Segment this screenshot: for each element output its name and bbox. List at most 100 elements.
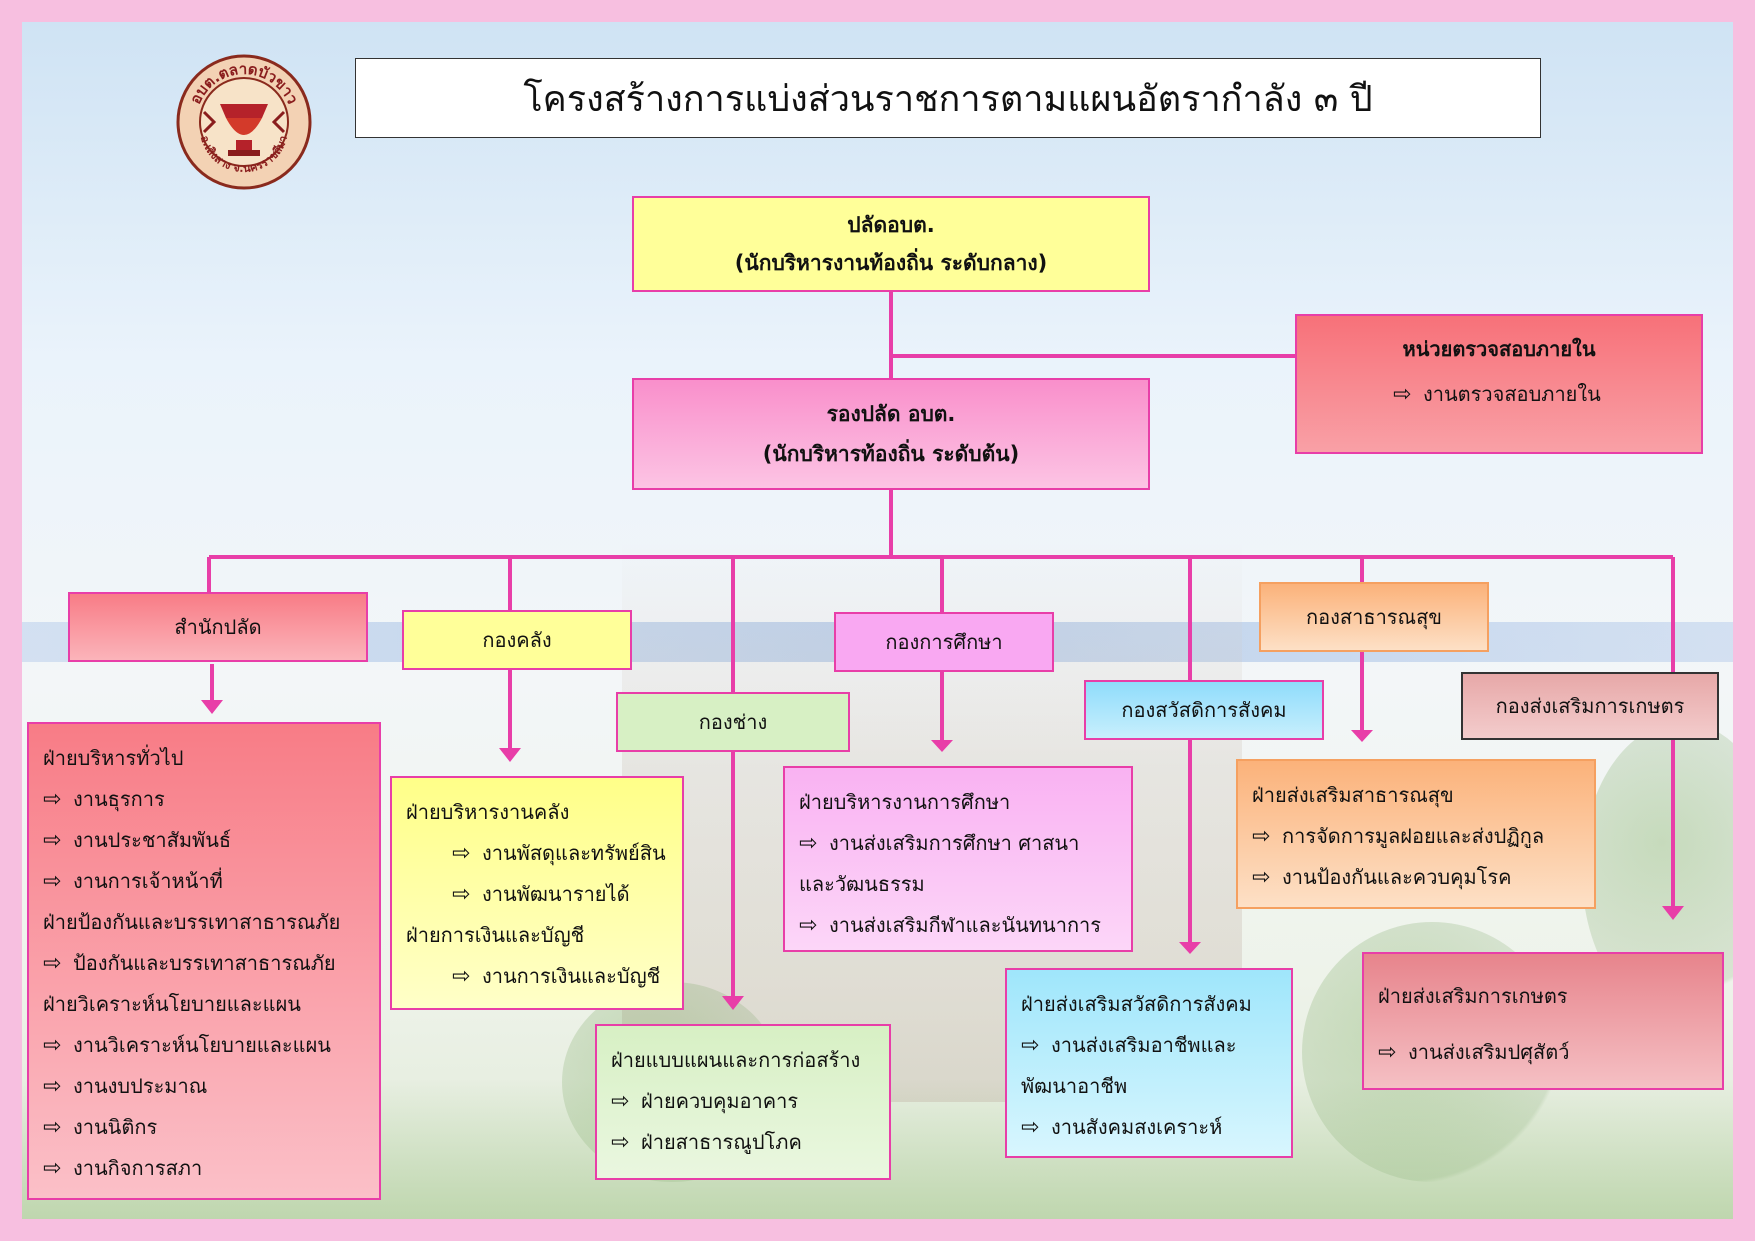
section-heading: ฝ่ายบริหารทั่วไป (43, 738, 365, 779)
section-item-label: งานสังคมสงเคราะห์ (1051, 1115, 1223, 1139)
section-item: ⇨ งานส่งเสริมปศุสัตว์ (1378, 1024, 1708, 1081)
section-heading-label: ฝ่ายส่งเสริมสวัสดิการสังคม (1021, 992, 1252, 1016)
section-item-label: งานธุรการ (73, 787, 165, 811)
section-heading-label: ฝ่ายป้องกันและบรรเทาสาธารณภัย (43, 910, 341, 934)
section-heading: ฝ่ายการเงินและบัญชี (406, 915, 668, 956)
arrow-right-icon: ⇨ (43, 1033, 62, 1058)
section-item-label: งานป้องกันและควบคุมโรค (1282, 865, 1512, 889)
dept-engineering: กองช่าง (616, 692, 850, 752)
arrow-right-icon: ⇨ (1378, 1040, 1397, 1065)
dept-education: กองการศึกษา (834, 612, 1054, 672)
section-item: ⇨ งานพัสดุและทรัพย์สิน (406, 833, 668, 874)
section-item: ⇨ ฝ่ายสาธารณูปโภค (611, 1122, 875, 1163)
section-item: ⇨ งานพัฒนารายได้ (406, 874, 668, 915)
finance-sections: ฝ่ายบริหารงานคลัง ⇨ งานพัสดุและทรัพย์สิน ⇨ ง… (390, 776, 684, 1010)
section-heading: ฝ่ายบริหารงานการศึกษา (799, 782, 1117, 823)
section-item-label: งานส่งเสริมการศึกษา ศาสนา (829, 831, 1080, 855)
section-heading-label: ฝ่ายบริหารทั่วไป (43, 746, 184, 770)
section-item: ⇨งานวิเคราะห์นโยบายและแผน (43, 1025, 365, 1066)
deputy-box: รองปลัด อบต. (นักบริหารท้องถิ่น ระดับต้น… (632, 378, 1150, 490)
dept-agri-label: กองส่งเสริมการเกษตร (1495, 694, 1685, 718)
section-item: ⇨ งานการเงินและบัญชี (406, 956, 668, 997)
section-item: ⇨ งานส่งเสริมกีฬาและนันทนาการ (799, 905, 1117, 946)
audit-item-label: งานตรวจสอบภายใน (1423, 382, 1601, 406)
section-item-label: การจัดการมูลฝอยและส่งปฏิกูล (1282, 824, 1545, 848)
section-item-label: งานการเงินและบัญชี (482, 964, 661, 988)
section-item-label: งานส่งเสริมปศุสัตว์ (1408, 1040, 1570, 1064)
arrow-right-icon: ⇨ (1252, 865, 1271, 890)
agri-sections: ฝ่ายส่งเสริมการเกษตร⇨งานส่งเสริมปศุสัตว์ (1362, 952, 1724, 1090)
dept-finance: กองคลัง (402, 610, 632, 670)
section-item: ⇨ ฝ่ายควบคุมอาคาร (611, 1081, 875, 1122)
health-sections: ฝ่ายส่งเสริมสาธารณสุข ⇨ การจัดการมูลฝอยและ… (1236, 759, 1596, 909)
page-title: โครงสร้างการแบ่งส่วนราชการตามแผนอัตรากำล… (355, 58, 1541, 138)
section-item-label: งานส่งเสริมอาชีพและ (1051, 1033, 1237, 1057)
dept-finance-label: กองคลัง (482, 628, 552, 652)
arrow-right-icon: ⇨ (1252, 824, 1271, 849)
arrow-right-icon: ⇨ (799, 913, 818, 938)
dept-palad: สำนักปลัด (68, 592, 368, 662)
deputy-title: รองปลัด อบต. (826, 402, 956, 426)
dept-welfare-label: กองสวัสดิการสังคม (1121, 698, 1287, 722)
dept-health: กองสาธารณสุข (1259, 582, 1489, 652)
section-item-label: งานงบประมาณ (73, 1074, 208, 1098)
section-item: ⇨ งานป้องกันและควบคุมโรค (1252, 857, 1580, 898)
section-heading: ฝ่ายวิเคราะห์นโยบายและแผน (43, 984, 365, 1025)
section-heading-label: ฝ่ายแบบแผนและการก่อสร้าง (611, 1048, 861, 1072)
dept-education-label: กองการศึกษา (885, 630, 1003, 654)
arrow-right-icon: ⇨ (452, 964, 471, 989)
arrow-right-icon: ⇨ (1021, 1115, 1040, 1140)
section-heading-label: ฝ่ายวิเคราะห์นโยบายและแผน (43, 992, 301, 1016)
palad-sections: ฝ่ายบริหารทั่วไป ⇨ งานธุรการ ⇨ งานประชาสัมพั… (27, 722, 381, 1200)
arrow-right-icon: ⇨ (1393, 382, 1412, 407)
section-item-label: งานส่งเสริมกีฬาและนันทนาการ (829, 913, 1102, 937)
chief-title: ปลัดอบต. (847, 213, 935, 237)
section-item-label: งานการเจ้าหน้าที่ (73, 869, 223, 893)
section-item: ⇨ งานส่งเสริมการศึกษา ศาสนา (799, 823, 1117, 864)
engineering-sections: ฝ่ายแบบแผนและการก่อสร้าง ⇨ ฝ่ายควบคุมอาคาร… (595, 1024, 891, 1180)
section-item: ⇨ งานสังคมสงเคราะห์ (1021, 1107, 1277, 1148)
section-item: ⇨ งานส่งเสริมอาชีพและ (1021, 1025, 1277, 1066)
arrow-right-icon: ⇨ (43, 828, 62, 853)
section-item: ⇨งานกิจการสภา (43, 1148, 365, 1189)
section-heading-label: ฝ่ายการเงินและบัญชี (406, 923, 585, 947)
section-heading-label: ฝ่ายบริหารงานคลัง (406, 800, 570, 824)
welfare-sections: ฝ่ายส่งเสริมสวัสดิการสังคม ⇨ งานส่งเสริมอา… (1005, 968, 1293, 1158)
section-heading: ฝ่ายบริหารงานคลัง (406, 792, 668, 833)
section-heading-label: พัฒนาอาชีพ (1021, 1074, 1128, 1098)
arrow-right-icon: ⇨ (799, 831, 818, 856)
section-item: ⇨งานงบประมาณ (43, 1066, 365, 1107)
arrow-right-icon: ⇨ (43, 1156, 62, 1181)
arrow-right-icon: ⇨ (611, 1130, 630, 1155)
section-heading: ฝ่ายป้องกันและบรรเทาสาธารณภัย (43, 902, 365, 943)
arrow-right-icon: ⇨ (43, 787, 62, 812)
section-heading: พัฒนาอาชีพ (1021, 1066, 1277, 1107)
arrow-right-icon: ⇨ (452, 882, 471, 907)
section-item-label: งานพัสดุและทรัพย์สิน (482, 841, 666, 865)
section-heading: ฝ่ายส่งเสริมสาธารณสุข (1252, 775, 1580, 816)
section-item: ⇨ งานประชาสัมพันธ์ (43, 820, 365, 861)
section-item-label: งานนิติกร (73, 1115, 158, 1139)
page-title-text: โครงสร้างการแบ่งส่วนราชการตามแผนอัตรากำล… (523, 78, 1373, 120)
section-item: ⇨งานนิติกร (43, 1107, 365, 1148)
section-heading-label: ฝ่ายบริหารงานการศึกษา (799, 790, 1011, 814)
section-item-label: งานประชาสัมพันธ์ (73, 828, 232, 852)
section-item: ⇨ การจัดการมูลฝอยและส่งปฏิกูล (1252, 816, 1580, 857)
arrow-right-icon: ⇨ (1021, 1033, 1040, 1058)
dept-palad-label: สำนักปลัด (174, 615, 262, 639)
section-item-label: งานพัฒนารายได้ (482, 882, 630, 906)
section-item-label: ฝ่ายควบคุมอาคาร (641, 1089, 799, 1113)
section-item: ⇨ งานธุรการ (43, 779, 365, 820)
arrow-right-icon: ⇨ (611, 1089, 630, 1114)
arrow-right-icon: ⇨ (452, 841, 471, 866)
section-item-label: ฝ่ายสาธารณูปโภค (641, 1130, 802, 1154)
audit-unit-box: หน่วยตรวจสอบภายใน ⇨งานตรวจสอบภายใน (1295, 314, 1703, 454)
section-heading: ฝ่ายส่งเสริมสวัสดิการสังคม (1021, 984, 1277, 1025)
organization-logo: อบต.ตลาดบัวขาว อ.เสิงสาง จ.นครราชสีมา (174, 52, 314, 192)
dept-health-label: กองสาธารณสุข (1306, 605, 1442, 629)
section-heading: และวัฒนธรรม (799, 864, 1117, 905)
section-heading: ฝ่ายแบบแผนและการก่อสร้าง (611, 1040, 875, 1081)
chief-box: ปลัดอบต. (นักบริหารงานท้องถิ่น ระดับกลาง… (632, 196, 1150, 292)
dept-engineering-label: กองช่าง (698, 710, 768, 734)
section-item: ⇨งานการเจ้าหน้าที่ (43, 861, 365, 902)
